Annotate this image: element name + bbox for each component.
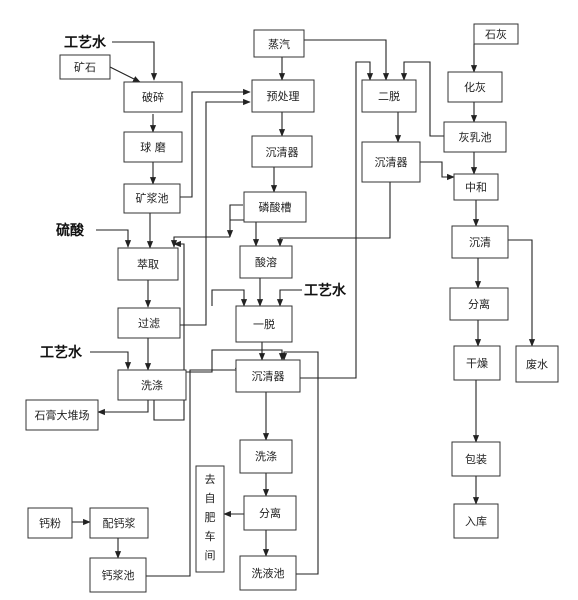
node-wash2-label: 洗涤: [255, 449, 277, 463]
node-gypsum-yard: 石膏大堆场: [25, 399, 99, 431]
node-acid-dissolve: 酸溶: [239, 245, 293, 279]
node-slurry-label: 矿浆池: [136, 191, 169, 205]
label-process-water-top: 工艺水: [64, 34, 107, 51]
node-milk-tank-label: 灰乳池: [459, 130, 492, 144]
node-wash1: 洗涤: [117, 369, 187, 401]
node-crush: 破碎: [123, 81, 183, 113]
conn-slurry-pretreat: [180, 88, 251, 198]
conn-clar3-neutral: [420, 161, 455, 181]
conn-water-wash1: [90, 351, 132, 370]
conn-acid-leach: [96, 229, 132, 248]
node-clarifier2-label: 沉清器: [252, 370, 285, 383]
node-calcium-mix: 配钙浆: [89, 507, 149, 539]
node-filter: 过滤: [117, 307, 181, 339]
conn-milk-desulf2: [400, 61, 444, 137]
node-clarifier3: 沉清器: [361, 141, 421, 183]
conn-wash1-gypsum: [97, 400, 149, 416]
node-limestone: 石灰: [473, 23, 519, 45]
conn-washtank-loop: [280, 351, 319, 575]
node-acid-dissolve-label: 酸溶: [255, 255, 277, 269]
node-store: 入库: [453, 503, 499, 539]
node-lime-label: 化灰: [464, 80, 486, 94]
node-neutralize-label: 中和: [465, 181, 487, 194]
node-calcium-tank: 钙浆池: [89, 557, 147, 593]
node-steam-label: 蒸汽: [268, 37, 290, 51]
node-clarifier1: 沉清器: [251, 135, 313, 168]
conn-clar2-desulf2: [300, 61, 374, 379]
node-pack-label: 包装: [465, 453, 487, 466]
node-neutralize: 中和: [453, 173, 499, 201]
node-lime: 化灰: [447, 71, 503, 103]
node-clarifier2: 沉清器: [235, 359, 301, 393]
node-clarifier3-label: 沉清器: [375, 156, 408, 169]
node-to-fertilizer: [195, 465, 225, 573]
node-milk-tank: 灰乳池: [443, 121, 507, 153]
node-wash-tank: 洗液池: [239, 555, 297, 591]
node-acid-tank: 磷酸槽: [243, 191, 307, 223]
node-gypsum-yard-label: 石膏大堆场: [35, 408, 90, 422]
node-calcium-powder-label: 钙粉: [39, 516, 61, 530]
node-dry: 干燥: [453, 345, 501, 381]
node-crush-label: 破碎: [142, 90, 164, 104]
node-clarifier1-label: 沉清器: [266, 146, 299, 159]
label-process-water-left: 工艺水: [40, 344, 83, 361]
node-acid-tank-label: 磷酸槽: [259, 200, 292, 214]
node-pretreat: 预处理: [251, 79, 315, 113]
label-process-water-mid: 工艺水: [304, 282, 347, 299]
conn-acidtank-leach: [226, 204, 243, 238]
node-ball-mill: 球 磨: [123, 131, 183, 163]
conn-acidtank-dissolve: [230, 219, 260, 247]
node-wastewater: 废水: [515, 345, 559, 383]
conn-clar3-dissolve: [276, 182, 391, 247]
node-desulf1-label: 一脱: [253, 317, 275, 331]
conn-water-desulf1: [276, 289, 302, 307]
node-separate2: 分离: [449, 287, 509, 321]
node-wash-tank-label: 洗液池: [252, 566, 285, 580]
conn-water-crush: [112, 41, 158, 81]
node-separate2-label: 分离: [468, 297, 490, 311]
node-wash2: 洗涤: [239, 439, 293, 474]
node-calcium-mix-label: 配钙浆: [103, 516, 136, 530]
node-ball-mill-label: 球 磨: [140, 140, 166, 154]
node-calcium-tank-label: 钙浆池: [102, 568, 135, 582]
node-dry-label: 干燥: [466, 357, 488, 370]
node-ore: 矿石: [59, 54, 111, 80]
node-leach-label: 萃取: [137, 258, 159, 271]
node-settle-label: 沉清: [469, 236, 491, 249]
node-wash1-label: 洗涤: [141, 378, 163, 392]
node-filter-label: 过滤: [138, 317, 160, 330]
conn-steam-desulf2: [304, 39, 390, 81]
node-leach: 萃取: [117, 247, 179, 281]
node-separate1: 分离: [243, 495, 297, 531]
node-steam: 蒸汽: [253, 29, 305, 58]
node-store-label: 入库: [465, 515, 487, 528]
node-pack: 包装: [451, 441, 501, 477]
node-separate1-label: 分离: [259, 506, 281, 520]
node-desulf2: 二脱: [361, 79, 417, 113]
conn-settle-waste: [508, 239, 536, 347]
conn-filter-pretreat: [180, 98, 251, 326]
node-calcium-powder: 钙粉: [27, 507, 73, 539]
conn-wash1-loop: [153, 240, 185, 421]
node-desulf2-label: 二脱: [378, 89, 400, 103]
node-ore-label: 矿石: [74, 61, 96, 74]
conn-ore-crush: [109, 66, 141, 83]
label-sulfuric-acid: 硫酸: [56, 222, 85, 239]
node-limestone-label: 石灰: [485, 27, 507, 41]
node-to-fertilizer-label: 去自肥车间: [204, 473, 216, 562]
node-slurry: 矿浆池: [123, 183, 181, 214]
node-desulf1: 一脱: [235, 305, 293, 343]
node-settle: 沉清: [451, 225, 509, 259]
conn-recycle-leach: [170, 236, 230, 248]
node-wastewater-label: 废水: [526, 357, 548, 371]
node-pretreat-label: 预处理: [267, 90, 300, 103]
conn-leach-desulf1: [211, 289, 248, 307]
